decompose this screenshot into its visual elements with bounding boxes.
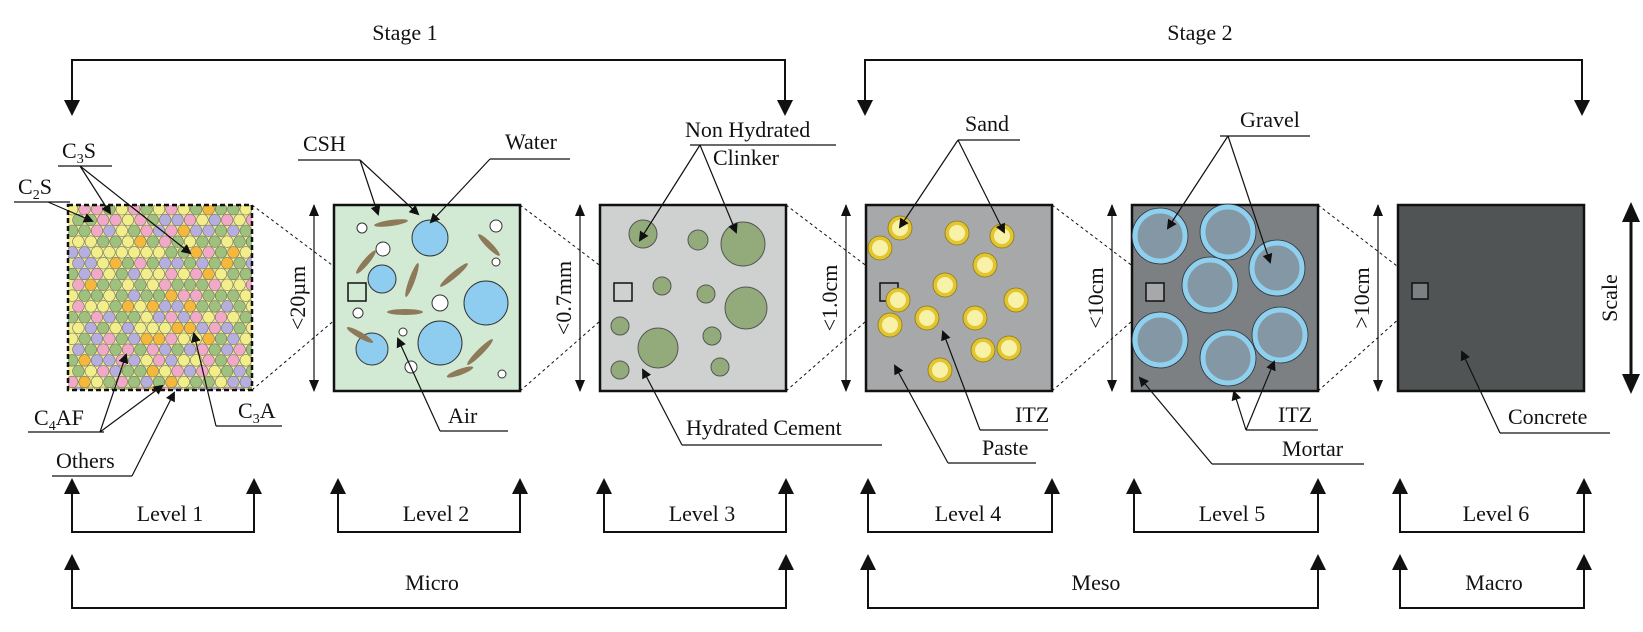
micro-label: Micro — [405, 570, 459, 595]
label-paste: Paste — [982, 435, 1028, 460]
dimension-arrow-level6 — [1373, 204, 1383, 392]
level4-bracket — [860, 478, 1060, 533]
zoom-line — [1317, 300, 1420, 392]
level6-label: Level 6 — [1463, 501, 1530, 526]
zoom-line — [519, 300, 624, 392]
stage2-bracket — [857, 59, 1590, 116]
label-mortar: Mortar — [1282, 436, 1344, 461]
zoom-line — [785, 300, 890, 392]
label-gravel: Gravel — [1240, 107, 1300, 132]
level6-bracket — [1392, 478, 1592, 533]
stage2-label: Stage 2 — [1167, 20, 1232, 45]
label-concrete: Concrete — [1508, 404, 1587, 429]
dimension-arrow-level4 — [841, 204, 851, 392]
level3-label: Level 3 — [669, 501, 736, 526]
scale-brackets — [64, 554, 1592, 609]
meso-label: Meso — [1072, 570, 1121, 595]
dimension-arrow-level5 — [1107, 204, 1117, 392]
label-non-hydrated-2: Clinker — [713, 145, 780, 170]
label-non-hydrated-1: Non Hydrated — [685, 117, 810, 142]
label-itz4: ITZ — [1015, 402, 1049, 427]
level4-label: Level 4 — [935, 501, 1002, 526]
level5-bracket — [1126, 478, 1326, 533]
zoom-line — [251, 301, 357, 391]
dimension-arrow-level3 — [575, 204, 585, 392]
level5-panel — [1130, 203, 1320, 393]
level1-panel — [66, 203, 254, 392]
level1-bracket — [64, 478, 262, 533]
dim-level2: <20µm — [285, 266, 310, 330]
scale-label: Scale — [1597, 274, 1622, 322]
micro-bracket — [64, 554, 794, 609]
dim-level5: <10cm — [1083, 267, 1108, 328]
level1-label: Level 1 — [137, 501, 204, 526]
level3-panel — [598, 203, 788, 393]
label-c2s: C2S — [18, 174, 52, 203]
level-brackets — [64, 478, 1592, 533]
dim-level3: <0.7mm — [551, 261, 576, 335]
dim-level4: <1.0cm — [817, 265, 842, 332]
macro-bracket — [1392, 554, 1592, 609]
sand-grains — [867, 215, 1029, 383]
scale-arrow — [1622, 202, 1640, 394]
label-csh: CSH — [303, 131, 346, 156]
level5-label: Level 5 — [1199, 501, 1266, 526]
level6-panel — [1396, 203, 1586, 393]
level2-label: Level 2 — [403, 501, 470, 526]
label-itz5: ITZ — [1278, 402, 1312, 427]
level2-panel — [332, 203, 522, 393]
label-c3s: C3S — [62, 138, 96, 167]
level4-panel — [864, 203, 1054, 393]
label-water: Water — [505, 129, 558, 154]
level2-bracket — [330, 478, 528, 533]
dimension-arrow-level2 — [309, 204, 319, 392]
label-hydrated-cement: Hydrated Cement — [686, 415, 842, 440]
label-c3a: C3A — [238, 398, 276, 427]
meso-bracket — [860, 554, 1326, 609]
label-c4af: C4AF — [34, 405, 84, 434]
stage1-bracket — [64, 59, 793, 116]
stage1-label: Stage 1 — [372, 20, 437, 45]
cement-grains — [68, 205, 252, 390]
label-others: Others — [56, 448, 115, 473]
zoom-line — [1051, 300, 1156, 392]
label-sand: Sand — [965, 111, 1009, 136]
label-air: Air — [448, 403, 478, 428]
macro-label: Macro — [1465, 570, 1522, 595]
dim-level6: >10cm — [1349, 267, 1374, 328]
level3-bracket — [596, 478, 794, 533]
